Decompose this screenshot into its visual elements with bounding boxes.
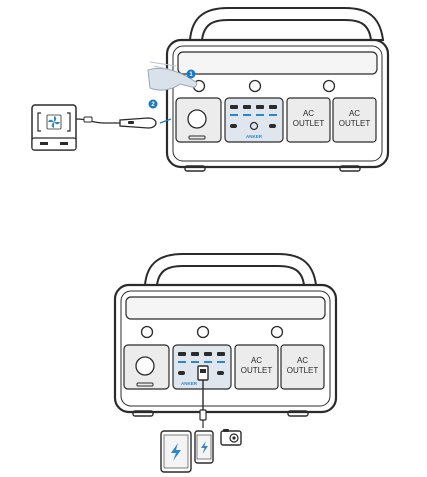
brand-logo: ANKER — [181, 381, 198, 386]
brand-logo: ANKER — [246, 134, 263, 139]
step-badge — [148, 99, 158, 109]
ac-outlet-panel — [332, 97, 377, 143]
tablet-device — [160, 430, 192, 473]
car-charging-cable — [75, 118, 120, 124]
insert-arrow — [159, 118, 172, 124]
press-motion-lines — [149, 61, 177, 71]
ac-outlet-label-line1: AC — [349, 109, 360, 118]
fan-icon — [46, 114, 62, 130]
foot-left — [184, 165, 206, 172]
usb-type-strips — [178, 361, 225, 363]
lightning-icon — [201, 441, 208, 454]
ac-outlet-panel — [286, 97, 331, 143]
power-button-icon — [140, 325, 154, 339]
ac-outlet-label-line1: AC — [303, 109, 314, 118]
ac-outlet-panel — [234, 344, 279, 390]
ac-outlet-label-line2: OUTLET — [287, 366, 319, 375]
ac-outlet-label-line2: OUTLET — [293, 119, 325, 128]
body-inner-frame — [120, 290, 331, 407]
top-panel — [125, 296, 326, 320]
camera-icon — [220, 429, 242, 446]
ac-outlet-label-line2: OUTLET — [241, 366, 273, 375]
car-input-port — [135, 356, 155, 376]
foot-right — [339, 165, 361, 172]
car-fan-appliance — [31, 104, 77, 151]
foot-left — [132, 410, 154, 417]
usb-port-icon — [178, 352, 225, 375]
usb-type-strips — [230, 114, 277, 116]
top-panel — [177, 51, 378, 75]
plug-led — [128, 121, 134, 124]
dc-port — [249, 121, 259, 131]
panel-slot — [188, 135, 206, 140]
figure-car-charging: ANKER AC OUTLET AC OUTLET 1 — [31, 7, 390, 172]
foot-right — [287, 410, 309, 417]
ac-outlet-label-line2: OUTLET — [339, 119, 371, 128]
indicator-light — [196, 325, 210, 339]
indicator-light — [270, 325, 284, 339]
step-badge — [186, 69, 196, 79]
usb-port-icon — [230, 105, 277, 128]
carry-handle — [143, 253, 318, 286]
indicator-light — [248, 79, 262, 93]
indicator-light — [322, 79, 336, 93]
figure-usb-charging: ANKER AC OUTLET AC OUTLET — [113, 253, 338, 473]
body-inner-frame — [172, 45, 383, 162]
phone-device — [194, 430, 214, 464]
cable-connector — [83, 116, 93, 123]
lightning-icon — [171, 443, 181, 461]
ac-outlet-label-line1: AC — [297, 356, 308, 365]
usb-plug — [200, 369, 206, 373]
step-number: 1 — [189, 72, 193, 78]
step-number: 2 — [151, 102, 155, 108]
ac-outlet-label-line1: AC — [251, 356, 262, 365]
usb-panel — [224, 97, 284, 143]
cable-connector — [199, 409, 207, 421]
panel-slot — [136, 382, 154, 387]
ac-outlet-panel — [280, 344, 325, 390]
car-charger-plug — [119, 117, 157, 129]
carry-handle — [188, 7, 385, 41]
car-input-port — [187, 109, 207, 129]
